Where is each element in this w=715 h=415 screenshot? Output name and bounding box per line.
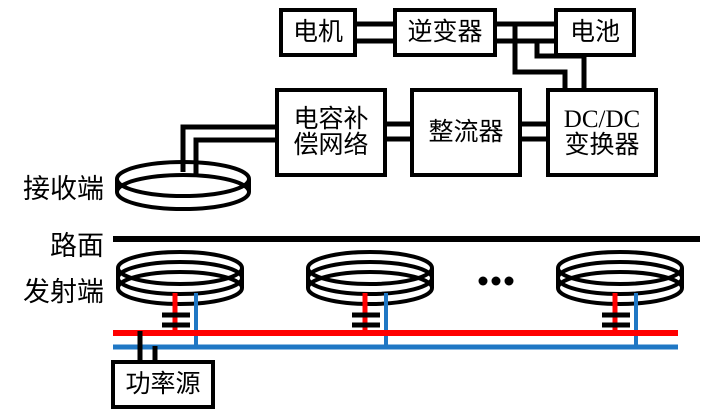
capacitive-compensation-network-box[interactable] [275, 88, 387, 177]
inverter-box[interactable] [393, 8, 497, 57]
dcdc-left-feed-wire [512, 24, 568, 88]
coil-array-ellipsis [478, 276, 514, 286]
transmitter-side-label: 发射端 [23, 277, 104, 307]
transmitter-coil-3 [556, 250, 684, 306]
battery-bus-wire-outer [512, 24, 552, 75]
transmitter-coil-1 [116, 250, 244, 306]
road-surface-label: 路面 [50, 231, 104, 261]
dcdc-converter-box[interactable] [546, 88, 658, 177]
compensation-capacitor-1 [162, 312, 190, 328]
receiver-side-label: 接收端 [23, 174, 104, 204]
rectifier-box[interactable] [410, 88, 522, 177]
battery-box[interactable] [554, 8, 636, 57]
motor-box[interactable] [279, 8, 357, 57]
transmitter-coil-2 [306, 250, 434, 306]
receiver-coil-lead-outer [180, 124, 279, 172]
receiver-coil [115, 160, 251, 211]
compensation-capacitor-2 [352, 312, 380, 328]
battery-bus-wire-inner [534, 41, 587, 88]
power-source-box[interactable] [111, 360, 215, 409]
compensation-capacitor-3 [602, 312, 630, 328]
